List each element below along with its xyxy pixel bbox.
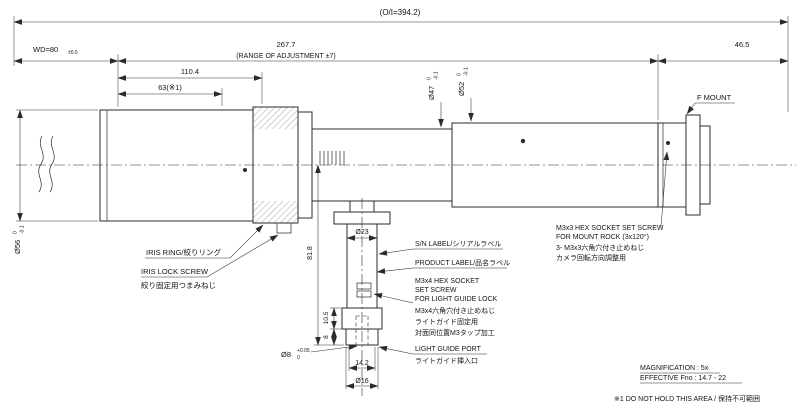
dim-text-dia8: Ø8 xyxy=(281,350,291,359)
dim-text-dia23: Ø23 xyxy=(355,229,368,236)
leader-iris-lock-screw xyxy=(141,234,279,278)
note-fno: EFFECTIVE Fno : 14.7 - 22 xyxy=(640,375,726,382)
port-hidden-bore xyxy=(355,315,369,345)
label-lgp-1: LIGHT GUIDE PORT xyxy=(415,346,482,353)
knurl-bottom-band xyxy=(253,201,298,223)
dim-text-dia8-tol-l: 0 xyxy=(297,355,300,361)
leader-sn-label xyxy=(378,248,503,256)
dim-text-adjust-note: (RANGE OF ADJUSTMENT ±7) xyxy=(236,53,335,60)
note-magnification: MAGNIFICATION : 5x xyxy=(640,365,709,372)
m3x4-set-screw-upper xyxy=(356,282,372,290)
leader-m3x4-screw xyxy=(373,293,414,304)
label-m3x3-4: カメラ回転方向調整用 xyxy=(556,253,626,262)
leader-m3x3-screw xyxy=(660,151,670,228)
dim-text-dia56: Ø56 xyxy=(13,240,22,254)
dim-text-10-5-group: 10.5 xyxy=(323,311,330,324)
iris-scale-ticks xyxy=(319,151,345,165)
dim-text-dia52: Ø52 xyxy=(457,82,466,96)
label-m3x3-3: 3- M3x3六角穴付き止めねじ xyxy=(556,243,644,252)
dim-text-wd: WD=80 xyxy=(33,45,58,54)
label-iris-lock-2: 絞り固定用つまみねじ xyxy=(141,280,216,290)
f-mount-bayonet xyxy=(699,125,711,205)
leader-light-guide-port xyxy=(378,345,487,355)
dim-text-63: 63(※1) xyxy=(158,83,182,92)
dim-text-10-5: 10.5 xyxy=(323,311,330,324)
note-underlines xyxy=(640,372,742,384)
label-iris-lock-1: IRIS LOCK SCREW xyxy=(141,267,209,276)
mount-lock-screw-dot xyxy=(666,141,670,145)
label-m3x4-5: ライトガイド固定用 xyxy=(415,317,478,326)
dim-text-8: 8 xyxy=(323,335,330,339)
dim-text-110-4: 110.4 xyxy=(181,67,199,76)
break-lines xyxy=(38,135,55,193)
label-iris-ring: IRIS RING/絞りリング xyxy=(146,247,222,257)
label-m3x4-3: FOR LIGHT GUIDE LOCK xyxy=(415,296,498,303)
label-m3x4-2: SET SCREW xyxy=(415,287,457,294)
dim-text-dia56-group: Ø56 0 -0.1 xyxy=(13,225,26,254)
dim-text-dia8-tol-u: +0.05 xyxy=(297,348,310,354)
light-guide-port-boss xyxy=(345,328,379,346)
iris-index-dot xyxy=(243,168,247,172)
dim-text-81-8: 81.8 xyxy=(307,246,314,260)
label-m3x4-4: M3x4六角穴付き止めねじ xyxy=(415,306,495,315)
dim-text-adjust: 267.7 xyxy=(277,40,296,49)
leader-f-mount xyxy=(686,102,735,115)
dim-text-dia47-group: Ø47 0 -0.1 xyxy=(427,71,440,100)
m3x4-set-screw-lower xyxy=(356,290,372,298)
label-lgp-2: ライトガイド挿入口 xyxy=(415,356,478,365)
front-barrel xyxy=(99,109,254,222)
dim-text-dia16: Ø16 xyxy=(355,378,368,385)
label-m3x3-2: FOR MOUNT ROCK (3x120°) xyxy=(556,233,649,241)
dim-text-wd-tol: ±0.5 xyxy=(68,50,78,56)
leader-dia8 xyxy=(310,344,358,353)
light-guide-assembly xyxy=(333,200,391,346)
label-product: PRODUCT LABEL/品名ラベル xyxy=(415,258,510,267)
dim-text-46-5: 46.5 xyxy=(735,40,750,49)
note-do-not-hold: ※1 DO NOT HOLD THIS AREA / 保持不可範囲 xyxy=(614,394,760,403)
knurl-top-band xyxy=(253,107,298,129)
break-line-left xyxy=(38,135,44,193)
dim-text-dia52-tol-l: -0.1 xyxy=(464,67,470,76)
label-m3x3-1: M3x3 HEX SOCKET SET SCREW xyxy=(556,225,664,232)
set-screw-dot xyxy=(520,138,526,144)
dim-text-dia52-group: Ø52 0 -0.1 xyxy=(457,67,470,96)
dim-text-14-2: 14.2 xyxy=(355,360,369,367)
dim-text-dia47-tol-u: 0 xyxy=(427,77,433,80)
dim-text-dia56-tol-l: -0.1 xyxy=(20,225,26,234)
iris-lock-screw xyxy=(276,222,292,234)
dim-text-dia47: Ø47 xyxy=(427,86,436,100)
dim-text-dia47-tol-l: -0.1 xyxy=(434,71,440,80)
label-m3x4-6: 対面同位置M3タップ加工 xyxy=(415,328,495,337)
dim-text-8-group: 8 xyxy=(323,335,330,339)
leader-lines xyxy=(141,102,742,384)
dim-text-overall: (O/I=394.2) xyxy=(380,8,421,17)
dim-text-dia52-tol-u: 0 xyxy=(457,73,463,76)
dim-text-81-8-group: 81.8 xyxy=(307,246,314,260)
break-line-right xyxy=(49,135,55,193)
label-sn: S/N LABEL/シリアルラベル xyxy=(415,240,501,248)
leader-iris-ring xyxy=(145,224,264,259)
label-m3x4-1: M3x4 HEX SOCKET xyxy=(415,278,480,285)
lens-body xyxy=(99,106,711,234)
leader-product-label xyxy=(376,267,507,274)
dimension-lines xyxy=(13,19,789,389)
dim-text-dia56-tol-u: 0 xyxy=(13,231,19,234)
label-f-mount: F MOUNT xyxy=(697,93,732,102)
extension-lines xyxy=(13,16,789,389)
